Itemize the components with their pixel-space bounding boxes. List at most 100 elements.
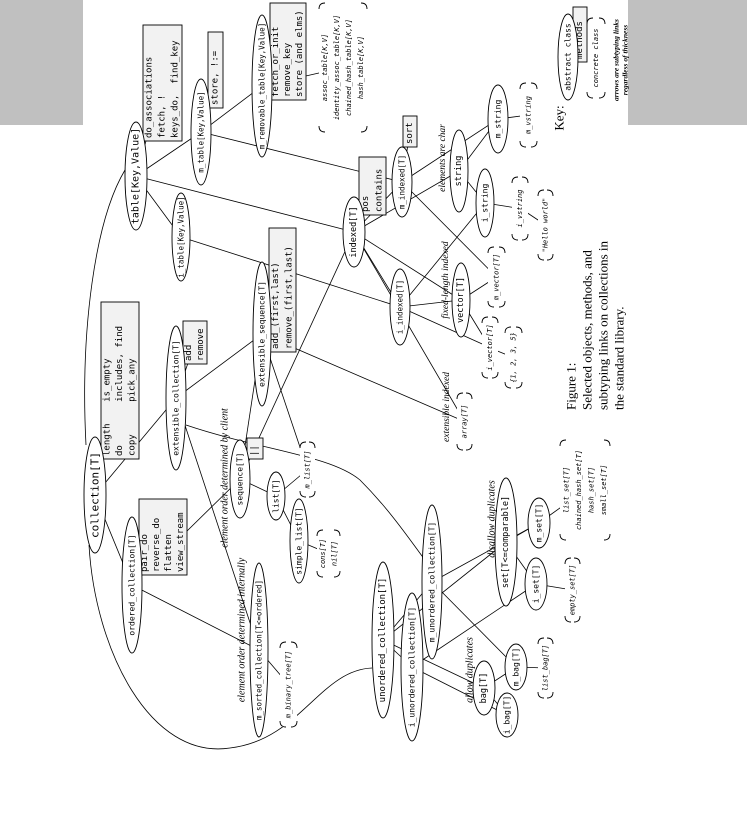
diagram-shapes: assoc_table[K,V]identity_assoc_table[K,V… xyxy=(83,2,611,742)
class-ellipse xyxy=(83,436,107,554)
class-node-sequence: sequence[T] xyxy=(229,439,251,519)
key-note-line: regardless of thickness xyxy=(621,25,630,96)
bracket-background xyxy=(512,177,528,240)
subtype-link xyxy=(399,306,491,348)
concrete-class-label: cons[T] xyxy=(319,539,327,569)
concrete-class-label: concrete class xyxy=(592,28,600,87)
class-label: set[T<=comparable] xyxy=(501,496,511,588)
subtype-link-curve xyxy=(88,544,373,750)
class-label: string xyxy=(454,156,464,187)
methods-box-sequence: || xyxy=(246,437,264,460)
right-margin-block xyxy=(628,0,747,125)
concrete-class-label: list_bag[T] xyxy=(542,645,550,691)
concrete-class-label: m_vector[T] xyxy=(493,254,501,301)
class-node-i-string: i_string xyxy=(475,168,495,238)
method-list-line: remove_key xyxy=(283,42,293,97)
class-ellipse xyxy=(249,562,269,738)
bracket-background xyxy=(319,3,367,132)
method-list-line: flatten xyxy=(164,534,174,572)
class-ellipse xyxy=(487,84,509,154)
bracket-background xyxy=(538,190,553,260)
concrete-class-label: assoc_table[K,V] xyxy=(321,34,329,101)
subtype-link xyxy=(353,231,465,422)
method-list-line: copy pick_any xyxy=(128,358,138,456)
class-label: m_sorted_collection[T<=ordered] xyxy=(255,580,264,720)
concrete-class-i-vector: i_vector[T] xyxy=(481,316,499,379)
class-ellipse xyxy=(165,325,187,471)
concrete-class-label: array[T] xyxy=(461,405,469,439)
class-label: extensible_collection[T] xyxy=(172,340,181,456)
class-node-m-table: m_table[Key,Value] xyxy=(190,78,212,186)
methods-box-frame xyxy=(142,24,183,142)
bracket-outline xyxy=(316,529,341,578)
class-node-i-table: i_table[Key,Value] xyxy=(171,192,191,282)
bracket-outline xyxy=(504,326,523,389)
concrete-class-label: small_set[T] xyxy=(600,465,608,516)
class-ellipse xyxy=(121,516,143,654)
methods-box-frame xyxy=(246,437,264,460)
methods-box-frame xyxy=(207,31,224,109)
bracket-outline xyxy=(511,176,529,241)
class-node-bag: bag[T] xyxy=(472,660,496,716)
key-title: Key: xyxy=(552,105,567,130)
class-label: simple_list[T] xyxy=(295,507,304,574)
bracket-background xyxy=(538,638,553,698)
method-list-line: pair_do xyxy=(140,534,150,572)
figure-caption-line: the standard library. xyxy=(612,307,627,410)
method-list-line: fetch_or_init xyxy=(271,27,281,97)
subtype-link xyxy=(135,175,355,233)
class-ellipse xyxy=(190,78,212,186)
method-list-line: sort xyxy=(405,122,415,144)
class-ellipse xyxy=(266,471,286,521)
class-node-ordered-collection: ordered_collection[T] xyxy=(121,516,143,654)
bracket-background xyxy=(488,247,505,307)
concrete-class-label: m_binary_tree[T] xyxy=(285,651,293,719)
figure-caption-line: subtyping links on collections in xyxy=(596,241,611,410)
method-list-line: reverse_do xyxy=(152,518,162,572)
class-label: sequence[T] xyxy=(236,453,245,506)
methods-box-frame xyxy=(268,227,297,353)
concrete-class-m-vstring: m_vstring xyxy=(519,82,538,148)
class-ellipse xyxy=(251,14,273,158)
concrete-class-label: m_list[T] xyxy=(304,451,312,490)
class-node-simple-list: simple_list[T] xyxy=(289,498,309,584)
concrete-class-sets: list_set[T]chained_hash_set[T]hash_set[T… xyxy=(559,439,611,541)
annotation-disallow-duplicates: disallow duplicates xyxy=(487,480,498,558)
class-node-i-set: i_set[T] xyxy=(524,557,548,611)
subtype-link-curve xyxy=(84,169,126,446)
concrete-class-label: empty_set[T] xyxy=(569,565,577,616)
class-node-m-unordered-collection: m_unordered_collection[T] xyxy=(421,504,443,660)
methods-box-frame xyxy=(138,498,188,576)
method-list-line: view_stream xyxy=(176,512,186,572)
concrete-class-cons-nil: cons[T]nil[T] xyxy=(316,529,341,578)
class-label: m_removable_table[Key,Value] xyxy=(258,23,267,149)
methods-box-m-table: store, !:= xyxy=(207,31,224,109)
subtype-link xyxy=(382,639,485,689)
bracket-background xyxy=(317,530,340,577)
concrete-class-label: i_vector[T] xyxy=(486,324,494,370)
bracket-outline xyxy=(279,641,298,728)
class-node-unordered-collection: unordered_collection[T] xyxy=(371,561,395,719)
bracket-outline xyxy=(519,82,538,148)
method-list-line: add xyxy=(184,345,194,361)
class-label: m_indexed[T] xyxy=(398,155,407,209)
concrete-class-label: m_vstring xyxy=(525,96,533,135)
class-node-m-sorted-collection: m_sorted_collection[T<=ordered] xyxy=(249,562,269,738)
bracket-outline xyxy=(586,17,606,99)
class-ellipse xyxy=(472,660,496,716)
method-list-line: add_(first,last) xyxy=(271,262,281,349)
concrete-class-m-list: m_list[T] xyxy=(299,441,316,498)
concrete-class-m-vector: m_vector[T] xyxy=(487,246,506,308)
class-ellipse xyxy=(342,196,366,268)
class-ellipse xyxy=(475,168,495,238)
concrete-class-key-concrete: concrete class xyxy=(586,17,606,99)
method-list-line: || xyxy=(250,445,260,456)
figure-caption-line: Selected objects, methods, and xyxy=(580,250,595,410)
class-ellipse xyxy=(371,561,395,719)
class-label: vector[T] xyxy=(456,277,466,323)
methods-box-frame xyxy=(269,2,307,101)
